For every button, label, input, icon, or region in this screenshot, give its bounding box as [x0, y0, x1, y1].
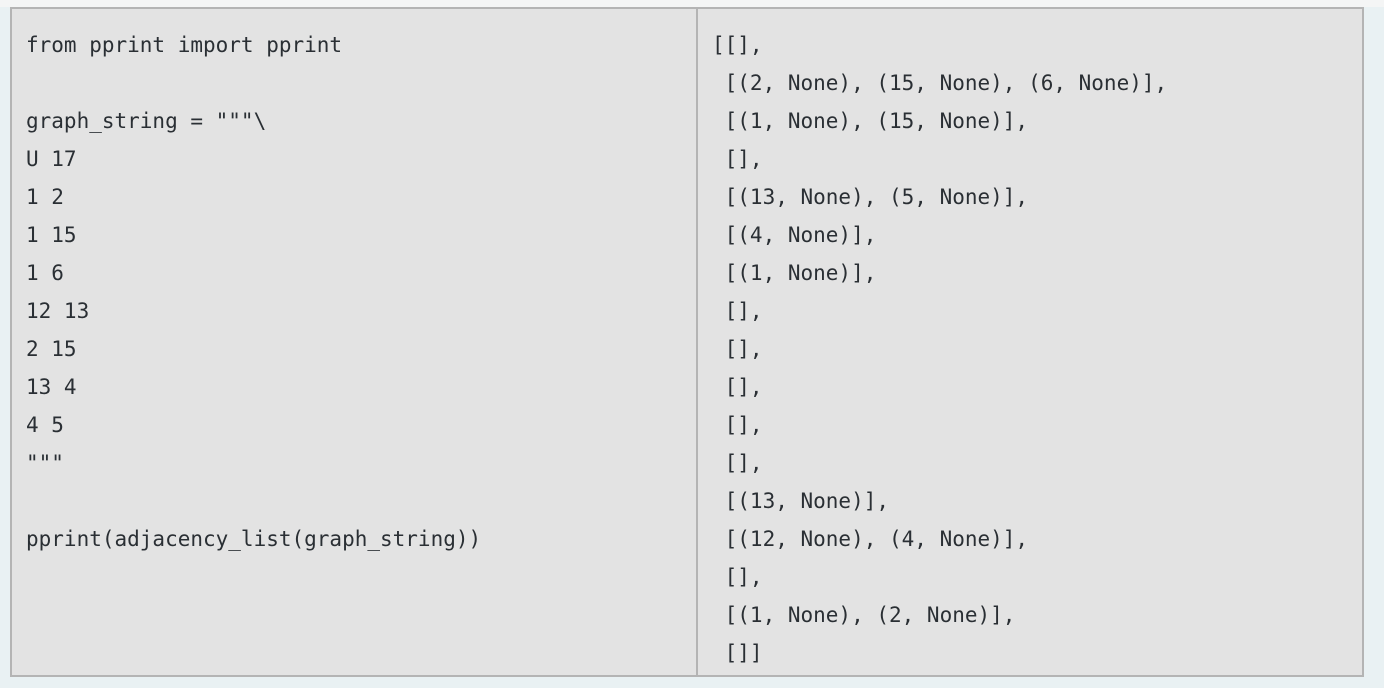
code-line: [],	[712, 147, 763, 171]
code-line: 13 4	[26, 375, 77, 399]
code-line: pprint(adjacency_list(graph_string))	[26, 527, 482, 551]
code-line: U 17	[26, 147, 77, 171]
code-line	[26, 64, 696, 102]
code-line: [],	[712, 299, 763, 323]
code-line: [[],	[712, 33, 763, 57]
code-line: [(12, None), (4, None)],	[712, 527, 1029, 551]
code-line: from pprint import pprint	[26, 33, 343, 57]
right-page-margin	[1364, 7, 1384, 677]
code-line: [],	[712, 375, 763, 399]
code-line: []]	[712, 641, 763, 665]
source-code-lines: from pprint import pprint graph_string =…	[26, 26, 696, 558]
code-line: [(13, None)],	[712, 489, 890, 513]
code-line: [(4, None)],	[712, 223, 877, 247]
code-line: 1 2	[26, 185, 64, 209]
code-line: 1 6	[26, 261, 64, 285]
code-line: [],	[712, 565, 763, 589]
code-line: graph_string = """\	[26, 109, 267, 133]
bottom-page-margin	[0, 677, 1384, 688]
code-line: [(2, None), (15, None), (6, None)],	[712, 71, 1168, 95]
code-line: 2 15	[26, 337, 77, 361]
code-line: 12 13	[26, 299, 90, 323]
left-page-margin	[0, 7, 10, 677]
code-line	[26, 482, 696, 520]
source-code-pane[interactable]: from pprint import pprint graph_string =…	[12, 9, 698, 675]
output-lines: [[], [(2, None), (15, None), (6, None)],…	[712, 26, 1362, 672]
code-line: [(13, None), (5, None)],	[712, 185, 1029, 209]
top-margin-strip	[0, 0, 1384, 7]
output-pane[interactable]: [[], [(2, None), (15, None), (6, None)],…	[698, 9, 1362, 675]
code-line: 4 5	[26, 413, 64, 437]
code-line: """	[26, 451, 64, 475]
code-line: [],	[712, 413, 763, 437]
code-line: [],	[712, 451, 763, 475]
code-line: [(1, None), (15, None)],	[712, 109, 1029, 133]
code-line: 1 15	[26, 223, 77, 247]
code-output-frame: from pprint import pprint graph_string =…	[10, 7, 1364, 677]
code-line: [(1, None)],	[712, 261, 877, 285]
code-line: [],	[712, 337, 763, 361]
code-line: [(1, None), (2, None)],	[712, 603, 1016, 627]
